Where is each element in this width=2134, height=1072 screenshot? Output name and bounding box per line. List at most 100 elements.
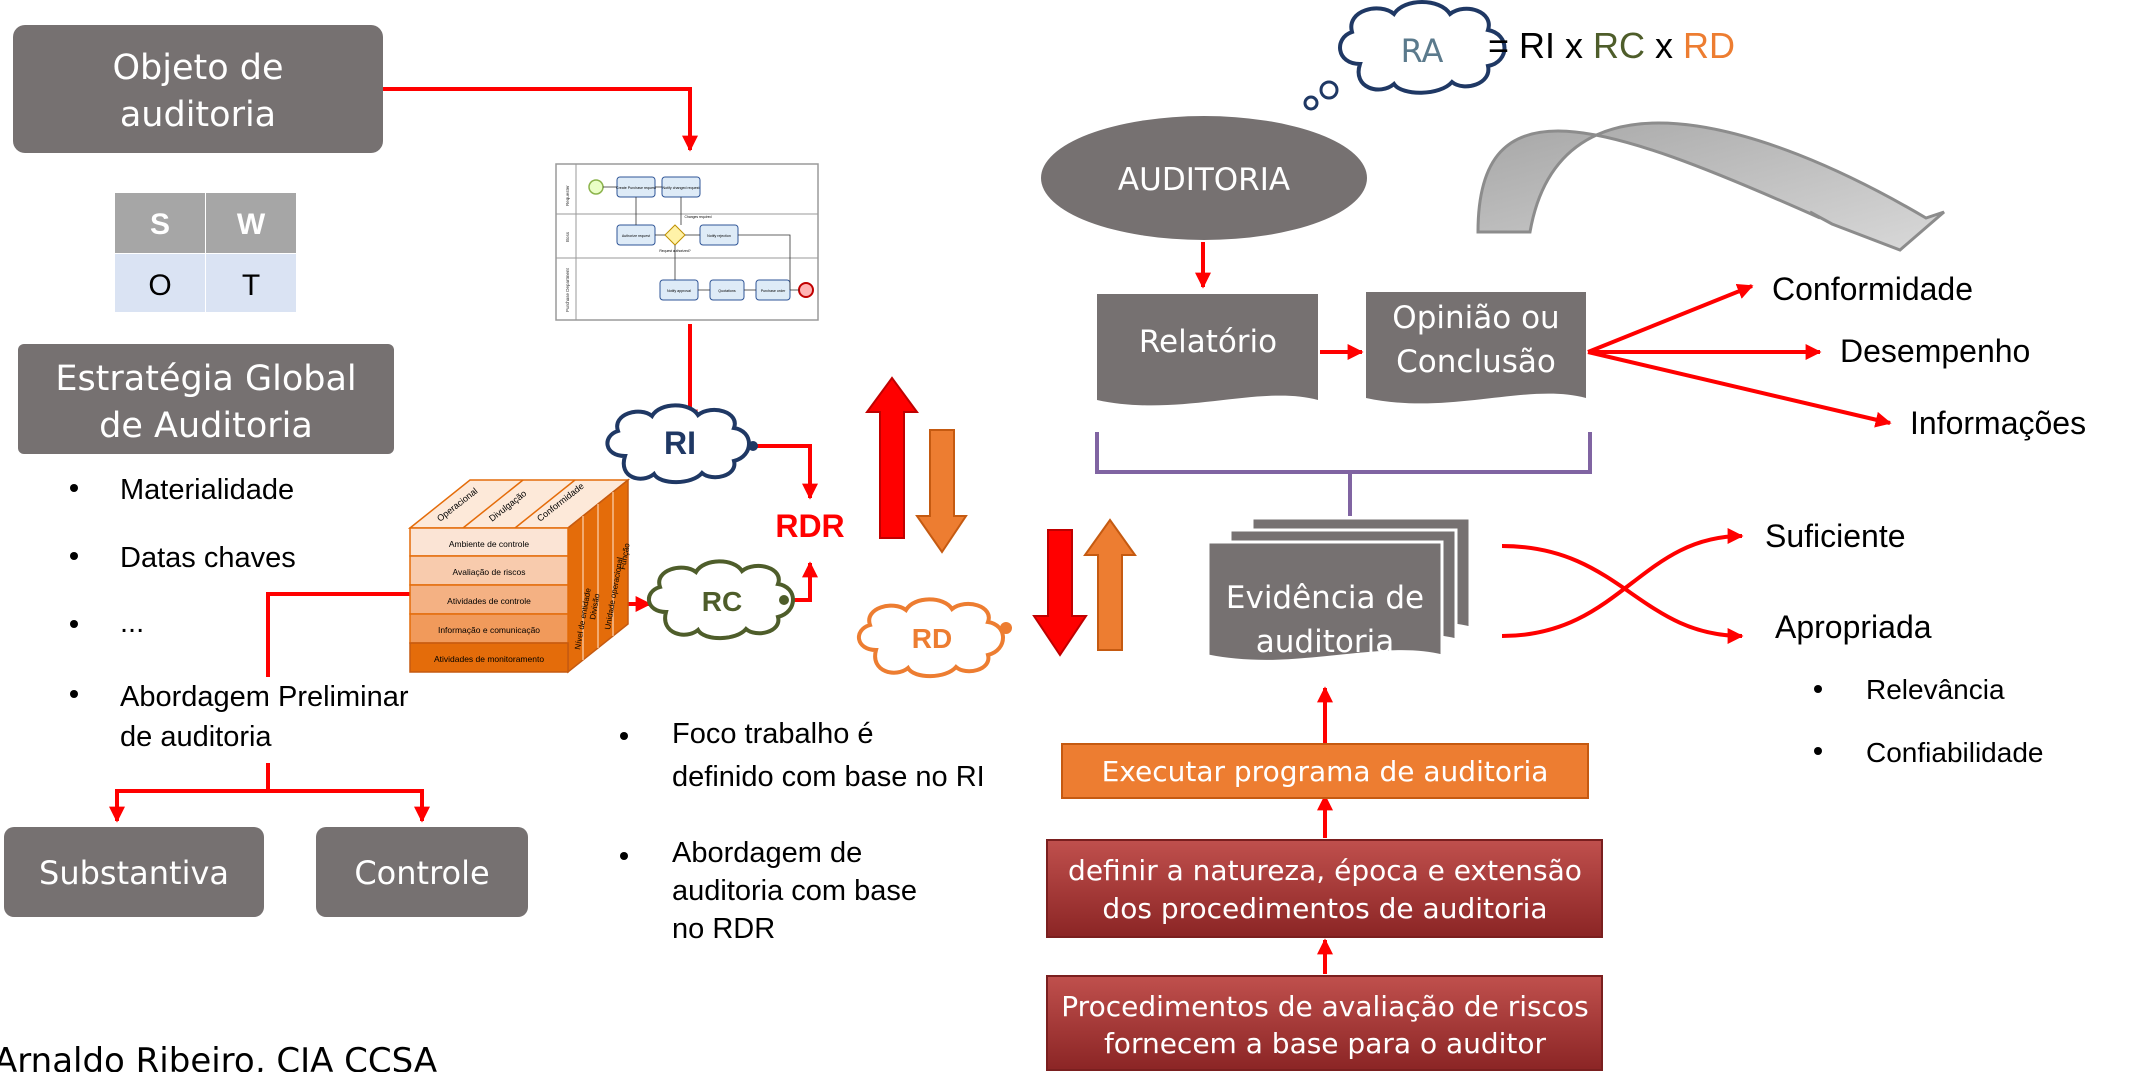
- note-1-line-2: definido com base no RI: [672, 761, 985, 793]
- note-2-line-2: auditoria com base: [672, 875, 917, 907]
- ri-cloud: RI: [605, 403, 758, 485]
- red-down-arrow: [1032, 529, 1088, 657]
- formula-eq: = RI x: [1488, 25, 1593, 66]
- sub-relevancia: Relevância: [1866, 674, 2005, 705]
- formula-rd: RD: [1683, 25, 1735, 66]
- executar-box: [1061, 743, 1589, 799]
- outcome-conformidade: Conformidade: [1772, 271, 1973, 307]
- gray-curved-arrow: [1476, 121, 1945, 252]
- cube-row-5: [409, 642, 569, 673]
- procedimentos-box: [1046, 975, 1603, 1071]
- evidencia-doc-stack: Evidência de auditoria: [1206, 516, 1472, 663]
- swot-o: O: [148, 269, 171, 302]
- opiniao-line-1: Opinião ou: [1392, 300, 1559, 336]
- rdr-label: RDR: [775, 508, 844, 544]
- definir-line-1: definir a natureza, época e extensão: [1068, 854, 1582, 887]
- auditoria-label: AUDITORIA: [1118, 162, 1290, 198]
- task-2: Notify changed request: [663, 186, 700, 190]
- red-up-arrow: [865, 376, 919, 539]
- note-2-line-1: Abordagem de: [672, 837, 862, 869]
- objeto-line-1: Objeto de: [112, 48, 283, 88]
- author-footer: Arnaldo Ribeiro, CIA CCSA: [0, 1041, 437, 1072]
- ra-label: RA: [1401, 32, 1444, 70]
- orange-up-arrow: [1083, 518, 1137, 651]
- substantiva-box: [4, 827, 264, 917]
- objeto-line-2: auditoria: [120, 95, 276, 135]
- swot-s: S: [150, 208, 170, 241]
- cube-row-label-2: Avaliação de riscos: [452, 567, 525, 577]
- swot-grid: S W O T: [115, 193, 296, 312]
- process-map: Requester Boss Purchase Department Creat…: [555, 163, 819, 321]
- procedimentos-line-1: Procedimentos de avaliação de riscos: [1061, 990, 1588, 1023]
- outcome-informacoes: Informações: [1910, 405, 2086, 441]
- formula-rc: RC: [1593, 25, 1645, 66]
- ra-thought-cloud: RA: [1303, 0, 1507, 111]
- sub-confiabilidade: Confiabilidade: [1866, 737, 2043, 768]
- bullet-abordagem-line-1: Abordagem Preliminar: [120, 681, 409, 713]
- ri-to-rdr-arrow: [755, 444, 818, 500]
- lane-label-3: Purchase Department: [565, 267, 570, 312]
- outcome-desempenho: Desempenho: [1840, 333, 2030, 369]
- task-1: Create Purchase request: [616, 186, 656, 190]
- cube-row-2: [409, 555, 569, 586]
- bullet-abordagem-line-2: de auditoria: [120, 721, 272, 753]
- swot-w: W: [237, 208, 266, 241]
- rd-cloud: RD: [857, 597, 1012, 679]
- substantiva-label: Substantiva: [39, 854, 229, 892]
- risk-formula: = RI x RC x RD: [1488, 25, 1735, 66]
- task-3: Authorize request: [622, 234, 650, 238]
- quality-suficiente: Suficiente: [1765, 518, 1906, 554]
- controle-box: [316, 827, 528, 917]
- to-apropriada-curve: [1501, 528, 1744, 638]
- estrategia-line-1: Estratégia Global: [55, 359, 356, 399]
- opiniao-line-2: Conclusão: [1396, 344, 1556, 380]
- evidencia-line-1: Evidência de: [1226, 580, 1424, 616]
- task-7: Purchase order: [761, 289, 786, 293]
- evidencia-line-2: auditoria: [1256, 624, 1394, 660]
- flow-label: Changes required: [685, 215, 712, 219]
- opiniao-doc: [1366, 292, 1586, 404]
- bullet-ellipsis: ...: [120, 607, 144, 639]
- estrategia-bullets: Materialidade Datas chaves ... Abordagem…: [70, 474, 409, 753]
- procedimentos-line-2: fornecem a base para o auditor: [1104, 1027, 1547, 1060]
- cube-row-3: [409, 584, 569, 615]
- orange-down-arrow: [915, 429, 968, 554]
- cube-row-label-5: Atividades de monitoramento: [434, 654, 544, 664]
- quality-apropriada: Apropriada: [1775, 609, 1932, 645]
- lane-label-2: Boss: [565, 231, 570, 242]
- middle-notes: Foco trabalho é definido com base no RI …: [620, 718, 985, 945]
- purple-bracket: [1095, 432, 1592, 516]
- definir-line-2: dos procedimentos de auditoria: [1102, 892, 1547, 925]
- bullet-datas-chaves: Datas chaves: [120, 542, 296, 574]
- estrategia-line-2: de Auditoria: [99, 406, 313, 446]
- abordagem-to-controle-arrow: [268, 789, 430, 823]
- rd-label: RD: [912, 623, 952, 654]
- cube-row-4: [409, 613, 569, 644]
- objeto-box: [13, 25, 383, 153]
- task-4: Notify rejection: [707, 234, 731, 238]
- to-suficiente-curve: [1501, 544, 1744, 644]
- to-informacoes-arrow: [1587, 350, 1892, 428]
- coso-cube: Ambiente de controle Avaliação de riscos…: [407, 478, 632, 674]
- objeto-to-map-arrow: [383, 87, 698, 152]
- auditoria-ellipse: [1041, 116, 1367, 240]
- cube-row-label-3: Atividades de controle: [447, 596, 531, 606]
- ri-label: RI: [664, 425, 696, 461]
- executar-label: Executar programa de auditoria: [1102, 755, 1549, 788]
- relatorio-doc: [1097, 294, 1318, 406]
- controle-label: Controle: [354, 854, 489, 892]
- abordagem-to-substantiva-arrow: [109, 763, 270, 823]
- formula-x: x: [1645, 25, 1683, 66]
- lane-label-1: Requester: [565, 185, 570, 206]
- to-conformidade-arrow: [1587, 283, 1754, 354]
- rc-cloud: RC: [647, 559, 795, 641]
- svg-text:= RI x RC x RD: = RI x RC x RD: [1488, 25, 1735, 66]
- estrategia-box: [18, 344, 394, 454]
- note-2-line-3: no RDR: [672, 913, 775, 945]
- task-5: Notify approval: [667, 289, 691, 293]
- cube-row-label-1: Ambiente de controle: [449, 539, 530, 549]
- rc-label: RC: [702, 586, 742, 617]
- note-1-line-1: Foco trabalho é: [672, 718, 874, 750]
- task-6: Quotations: [718, 289, 736, 293]
